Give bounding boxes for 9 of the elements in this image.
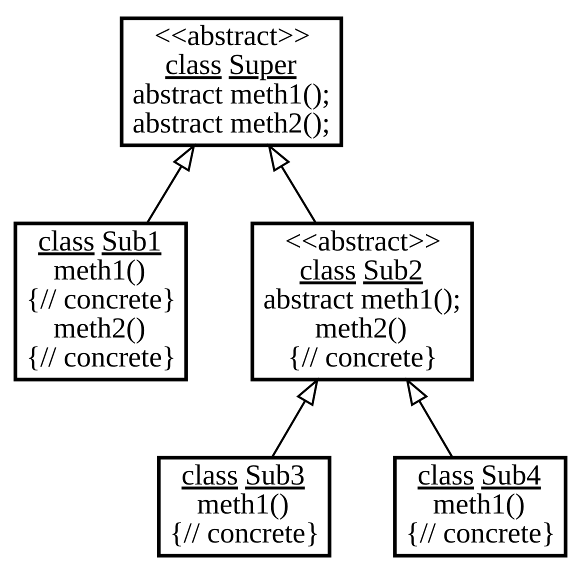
node-box: <<abstract>> class Sub2 abstract meth1(); meth2() {// concrete}: [250, 222, 474, 382]
node-box: <<abstract>> class Super abstract meth1(); abstract meth2();: [120, 16, 344, 148]
node-box: class Sub4 meth1() {// concrete}: [393, 456, 568, 558]
arrow: [270, 377, 319, 458]
arrow: [406, 377, 454, 458]
node-box: class Sub3 meth1() {// concrete}: [157, 456, 332, 558]
arrow: [267, 143, 317, 224]
arrow: [146, 143, 196, 224]
node-box: class Sub1 meth1() {// concrete} meth2() {// concrete}: [14, 222, 188, 382]
